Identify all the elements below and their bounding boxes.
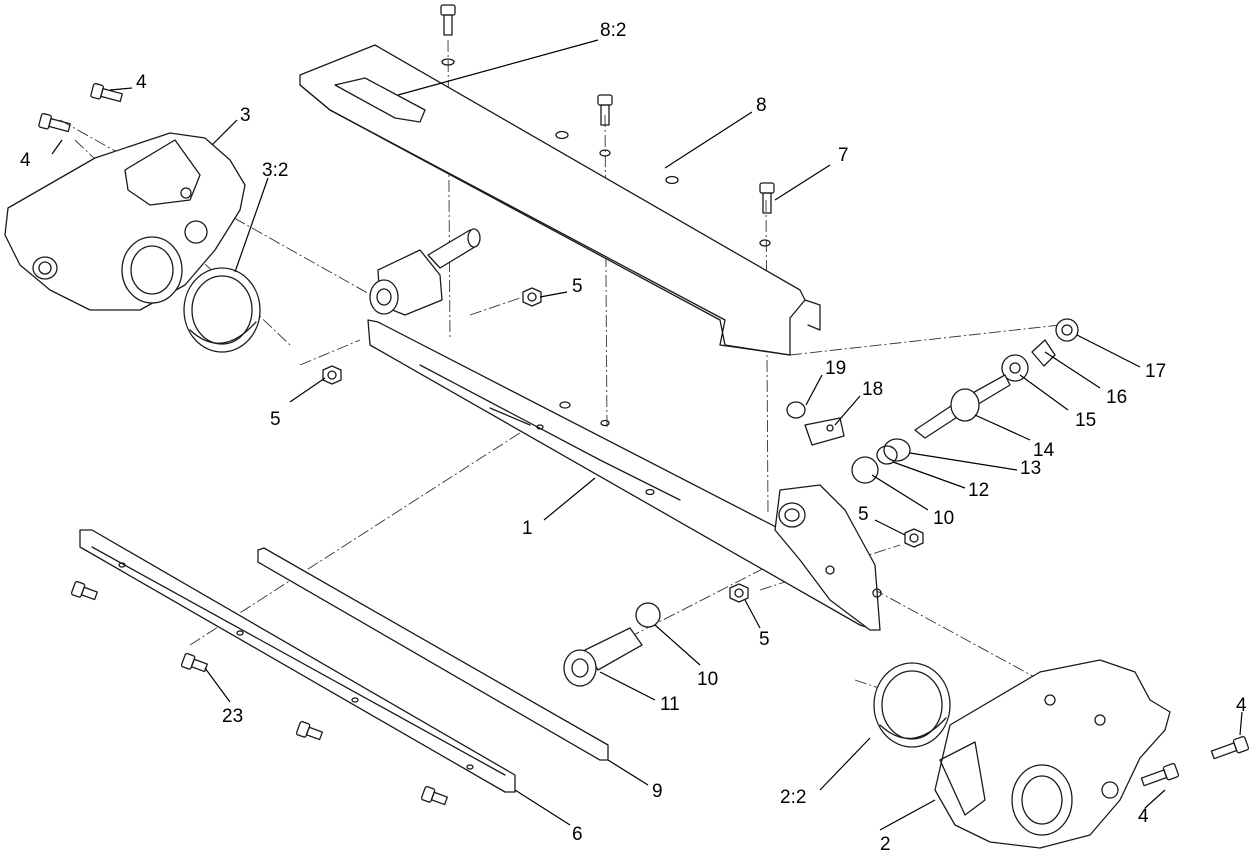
nuts xyxy=(322,287,924,603)
callout-8: 8 xyxy=(756,95,767,116)
center-worm-assembly xyxy=(369,228,481,316)
callout-10-lower: 10 xyxy=(697,669,718,690)
callout-5-right: 5 xyxy=(858,504,869,525)
callout-4-upper: 4 xyxy=(136,72,147,93)
callout-5-left: 5 xyxy=(270,409,281,430)
part-3-2-bearing-ring xyxy=(183,267,261,353)
callout-10-upper: 10 xyxy=(933,508,954,529)
shaft-assembly xyxy=(786,318,1079,484)
callout-5-lower: 5 xyxy=(759,629,770,650)
callout-5-center: 5 xyxy=(572,276,583,297)
callout-13: 13 xyxy=(1020,458,1041,479)
callout-2: 2 xyxy=(880,834,891,855)
callout-3-2: 3:2 xyxy=(262,160,288,181)
part-3-left-housing xyxy=(4,132,246,311)
callout-9: 9 xyxy=(652,781,663,802)
lower-gear-assembly xyxy=(563,602,661,687)
callout-16: 16 xyxy=(1106,387,1127,408)
callout-4-right-upper: 4 xyxy=(1236,695,1247,716)
callout-18: 18 xyxy=(862,379,883,400)
right-bracket xyxy=(774,484,882,631)
callout-labels: 8:2 4 3 4 3:2 8 7 5 5 19 18 17 16 15 14 … xyxy=(20,20,1247,855)
callout-15: 15 xyxy=(1075,410,1096,431)
callout-3: 3 xyxy=(240,105,251,126)
callout-19: 19 xyxy=(825,358,846,379)
part-2-right-housing xyxy=(934,659,1171,849)
callout-23: 23 xyxy=(222,706,243,727)
callout-1: 1 xyxy=(522,518,533,539)
part-1-main-frame xyxy=(367,319,876,631)
callout-2-2: 2:2 xyxy=(780,787,806,808)
part-6-strip xyxy=(79,529,516,793)
callout-6: 6 xyxy=(572,824,583,845)
leader-lines xyxy=(51,39,1243,831)
bolts xyxy=(38,4,1250,806)
callout-14: 14 xyxy=(1033,440,1055,461)
callout-7: 7 xyxy=(838,145,849,166)
callout-12: 12 xyxy=(968,480,989,501)
callout-8-2: 8:2 xyxy=(600,20,626,41)
callout-11: 11 xyxy=(660,694,680,715)
part-8-top-cover xyxy=(299,44,821,356)
callout-4-left: 4 xyxy=(20,150,31,171)
callout-4-right-lower: 4 xyxy=(1138,806,1149,827)
part-2-2-bearing-ring xyxy=(873,662,951,748)
callout-17: 17 xyxy=(1145,361,1166,382)
